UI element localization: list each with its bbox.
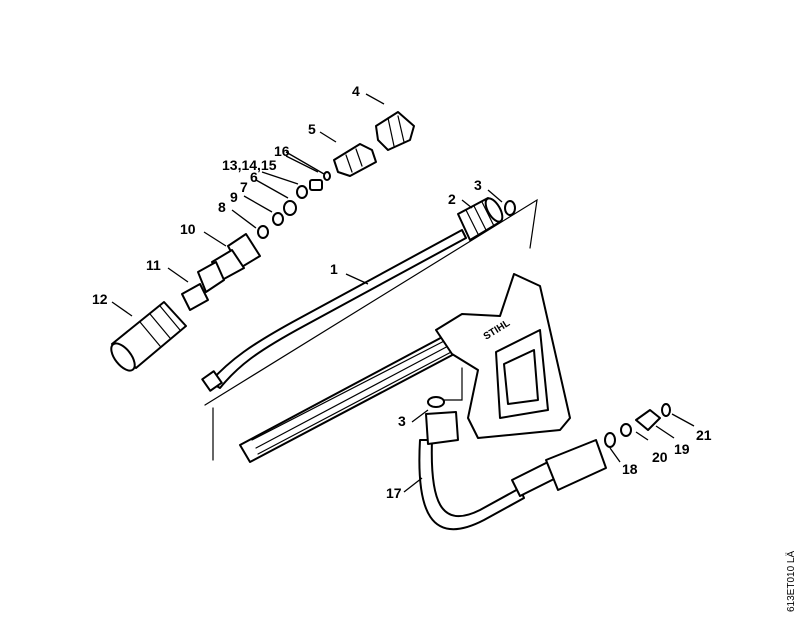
- nozzle-nut: [375, 111, 415, 151]
- nozzle-insert: [333, 143, 377, 177]
- o-ring-21: [661, 403, 671, 417]
- nozzle-shaft: [181, 261, 225, 311]
- callout-12: 12: [92, 291, 108, 307]
- lance-tube: [201, 229, 467, 392]
- callouts: 1 2 3 3 4 5 6 7 8 9 10 11 12 13,14,15 16…: [92, 83, 712, 501]
- leader-lines: [111, 93, 695, 493]
- callout-3-hose: 3: [398, 413, 406, 429]
- washer-9: [272, 212, 284, 226]
- callout-8: 8: [218, 199, 226, 215]
- hose: [418, 411, 607, 531]
- o-ring-8: [257, 225, 269, 239]
- callout-13-14-15: 13,14,15: [222, 157, 277, 173]
- o-ring-hose: [427, 396, 445, 408]
- callout-9: 9: [230, 189, 238, 205]
- o-ring-7: [283, 200, 297, 216]
- callout-2: 2: [448, 191, 456, 207]
- callout-5: 5: [308, 121, 316, 137]
- ring-16: [323, 171, 331, 181]
- o-ring-18: [604, 432, 616, 448]
- washer-6: [296, 185, 308, 199]
- spray-gun: STIHL: [239, 273, 571, 463]
- callout-1: 1: [330, 261, 338, 277]
- lance-union-nut: [457, 197, 504, 241]
- callout-18: 18: [622, 461, 638, 477]
- callout-11: 11: [146, 257, 161, 273]
- callout-16: 16: [274, 143, 290, 159]
- callout-4: 4: [352, 83, 360, 99]
- callout-6: 6: [250, 169, 258, 185]
- callout-3-lance: 3: [474, 177, 482, 193]
- nozzle-sleeve: [110, 301, 187, 372]
- nipple-13-15: [309, 179, 323, 191]
- callout-7: 7: [240, 179, 248, 195]
- callout-20: 20: [652, 449, 668, 465]
- callout-10: 10: [180, 221, 196, 237]
- document-reference: 613ET010 LÄ: [785, 551, 797, 612]
- callout-19: 19: [674, 441, 690, 457]
- o-ring-lance: [504, 200, 516, 216]
- callout-17: 17: [386, 485, 402, 501]
- o-ring-20: [620, 423, 632, 437]
- callout-21: 21: [696, 427, 712, 443]
- nozzle-body: [211, 233, 261, 281]
- nipple-19: [635, 409, 661, 431]
